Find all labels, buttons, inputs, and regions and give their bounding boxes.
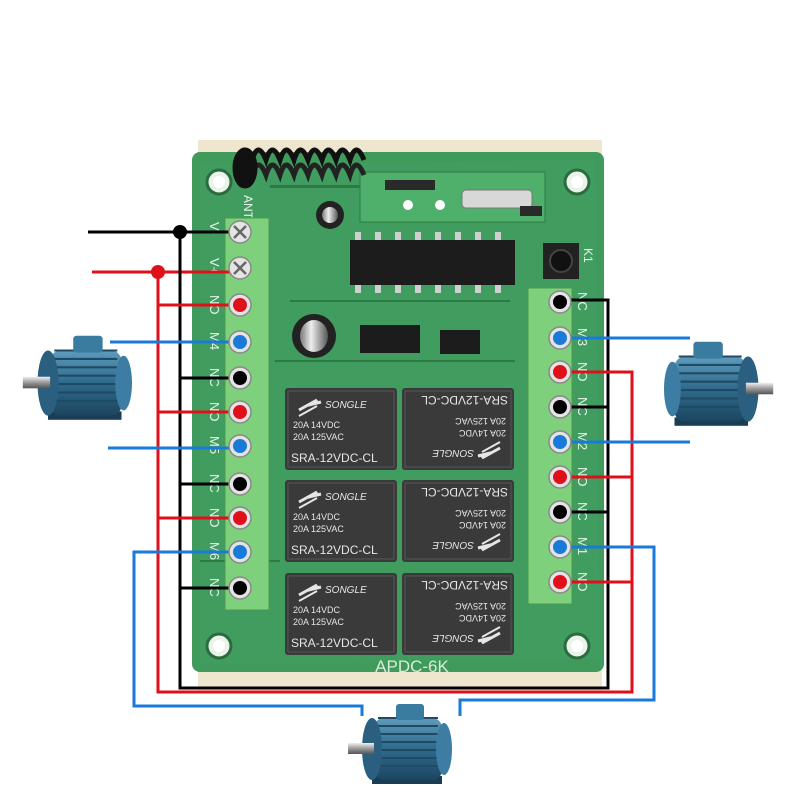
songle-logo-icon — [477, 626, 501, 645]
terminal-screws — [228, 220, 572, 600]
relay-model: SRA-12VDC-CL — [421, 485, 508, 499]
terminal-screw — [228, 400, 252, 424]
relay-rating-2: 20A 125VAC — [293, 617, 344, 627]
terminal-screw — [228, 366, 252, 390]
ic-chip — [350, 232, 515, 293]
songle-logo-icon — [477, 533, 501, 552]
ic-chip — [360, 325, 480, 354]
relay-model: SRA-12VDC-CL — [421, 578, 508, 592]
motor-bottom — [348, 704, 452, 784]
terminal-screw — [548, 395, 572, 419]
terminal-screw — [228, 506, 252, 530]
relay-brand: SONGLE — [325, 400, 367, 411]
relay-rating-1: 20A 14VDC — [458, 613, 506, 623]
relay: SONGLE 20A 14VDC 20A 125VAC SRA-12VDC-CL — [402, 573, 514, 655]
relay: SONGLE 20A 14VDC 20A 125VAC SRA-12VDC-CL — [402, 388, 514, 470]
terminal-screw — [228, 330, 252, 354]
terminal-screw — [228, 472, 252, 496]
relay-rating-2: 20A 125VAC — [455, 508, 506, 518]
terminal-screw — [228, 576, 252, 600]
relay-brand: SONGLE — [325, 585, 367, 596]
terminal-screw — [548, 465, 572, 489]
motor-right — [664, 341, 774, 426]
relay-rating-2: 20A 125VAC — [293, 524, 344, 534]
wire-junction — [173, 225, 187, 239]
terminal-label: V+ — [207, 258, 222, 274]
relay-brand: SONGLE — [432, 539, 474, 550]
wire-black — [178, 232, 610, 690]
terminal-screw — [228, 256, 252, 280]
terminal-screw — [228, 293, 252, 317]
relay: SONGLE 20A 14VDC 20A 125VAC SRA-12VDC-CL — [402, 480, 514, 562]
relay: SONGLE 20A 14VDC 20A 125VAC SRA-12VDC-CL — [285, 573, 397, 655]
terminal-screw — [228, 540, 252, 564]
relay: SONGLE 20A 14VDC 20A 125VAC SRA-12VDC-CL — [285, 480, 397, 562]
songle-logo-icon — [477, 441, 501, 460]
wires — [88, 225, 690, 716]
terminal-screw — [548, 430, 572, 454]
antenna-coil — [232, 147, 367, 189]
relay-rating-1: 20A 14VDC — [293, 605, 341, 615]
terminal-screw — [228, 220, 252, 244]
relay-rating-2: 20A 125VAC — [293, 432, 344, 442]
songle-logo-icon — [298, 398, 322, 417]
antenna-label: ANT — [241, 195, 255, 220]
terminal-screw — [548, 570, 572, 594]
relay-rating-1: 20A 14VDC — [293, 512, 341, 522]
capacitor — [292, 201, 344, 358]
relay-model: SRA-12VDC-CL — [291, 451, 378, 465]
terminal-screw — [548, 535, 572, 559]
relay-rating-2: 20A 125VAC — [455, 601, 506, 611]
relay-model: SRA-12VDC-CL — [291, 636, 378, 650]
rf-module — [359, 171, 546, 223]
songle-logo-icon — [298, 583, 322, 602]
motors — [22, 335, 774, 784]
board-model-label: APDC-6K — [375, 657, 449, 676]
relay-rating-1: 20A 14VDC — [458, 428, 506, 438]
wire-junction — [151, 265, 165, 279]
relay-model: SRA-12VDC-CL — [421, 393, 508, 407]
wire-blue — [132, 550, 364, 716]
relay-brand: SONGLE — [325, 492, 367, 503]
relay-model: SRA-12VDC-CL — [291, 543, 378, 557]
songle-logo-icon — [298, 490, 322, 509]
terminal-screw — [228, 434, 252, 458]
relay: SONGLE 20A 14VDC 20A 125VAC SRA-12VDC-CL — [285, 388, 397, 470]
terminal-screw — [548, 360, 572, 384]
key-label: K1 — [581, 248, 595, 263]
relay-rating-1: 20A 14VDC — [293, 420, 341, 430]
relay-rating-1: 20A 14VDC — [458, 520, 506, 530]
terminal-screw — [548, 500, 572, 524]
motor-left — [22, 335, 132, 420]
push-button — [543, 243, 579, 279]
terminal-label: M5 — [207, 436, 222, 454]
relay-rating-2: 20A 125VAC — [455, 416, 506, 426]
relay-brand: SONGLE — [432, 447, 474, 458]
wire-blue — [458, 545, 656, 716]
terminal-screw — [548, 326, 572, 350]
terminal-screw — [548, 290, 572, 314]
relay-brand: SONGLE — [432, 632, 474, 643]
